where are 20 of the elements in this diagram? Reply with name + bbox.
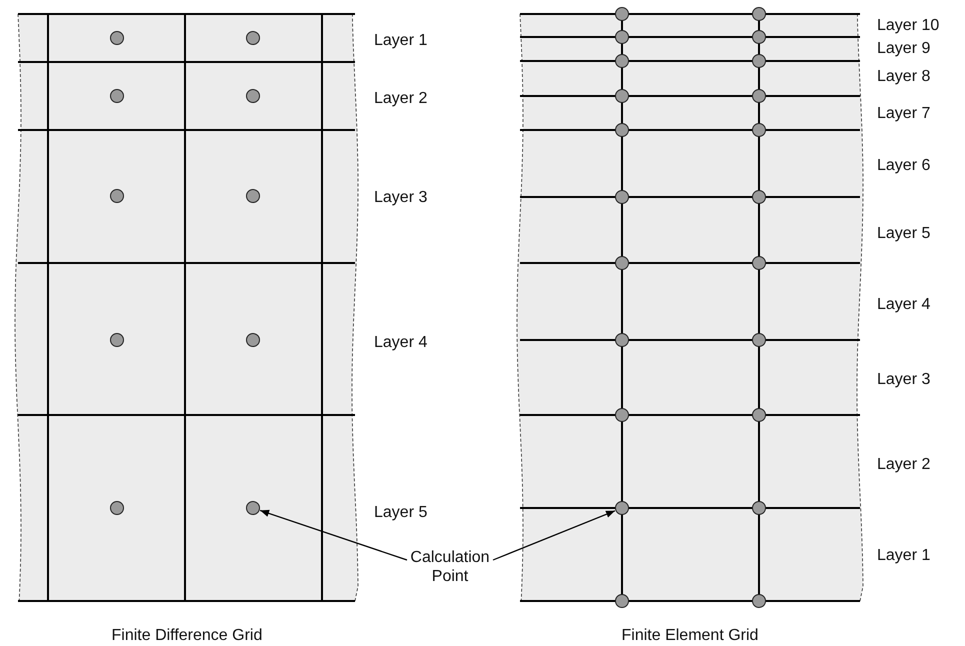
layer-label: Layer 5	[877, 224, 930, 243]
layer-label: Layer 5	[374, 503, 428, 522]
layer-label: Layer 4	[877, 295, 930, 314]
layer-label: Layer 2	[374, 89, 428, 108]
layer-label: Layer 8	[877, 67, 930, 86]
layer-label: Layer 1	[877, 546, 930, 565]
layer-label: Layer 9	[877, 39, 930, 58]
grid-caption: Finite Difference Grid	[112, 626, 262, 645]
layer-label: Layer 7	[877, 104, 930, 123]
layer-label: Layer 3	[877, 370, 930, 389]
layer-label: Layer 2	[877, 455, 930, 474]
layer-label: Layer 10	[877, 16, 940, 35]
grid-caption: Finite Element Grid	[622, 626, 758, 645]
callout-label: Calculation Point	[395, 548, 505, 586]
layer-label: Layer 1	[374, 31, 428, 50]
layer-label: Layer 6	[877, 156, 930, 175]
leader-line	[260, 510, 408, 561]
layer-label: Layer 4	[374, 333, 428, 352]
leader-line	[492, 510, 616, 561]
layer-label: Layer 3	[374, 188, 428, 207]
